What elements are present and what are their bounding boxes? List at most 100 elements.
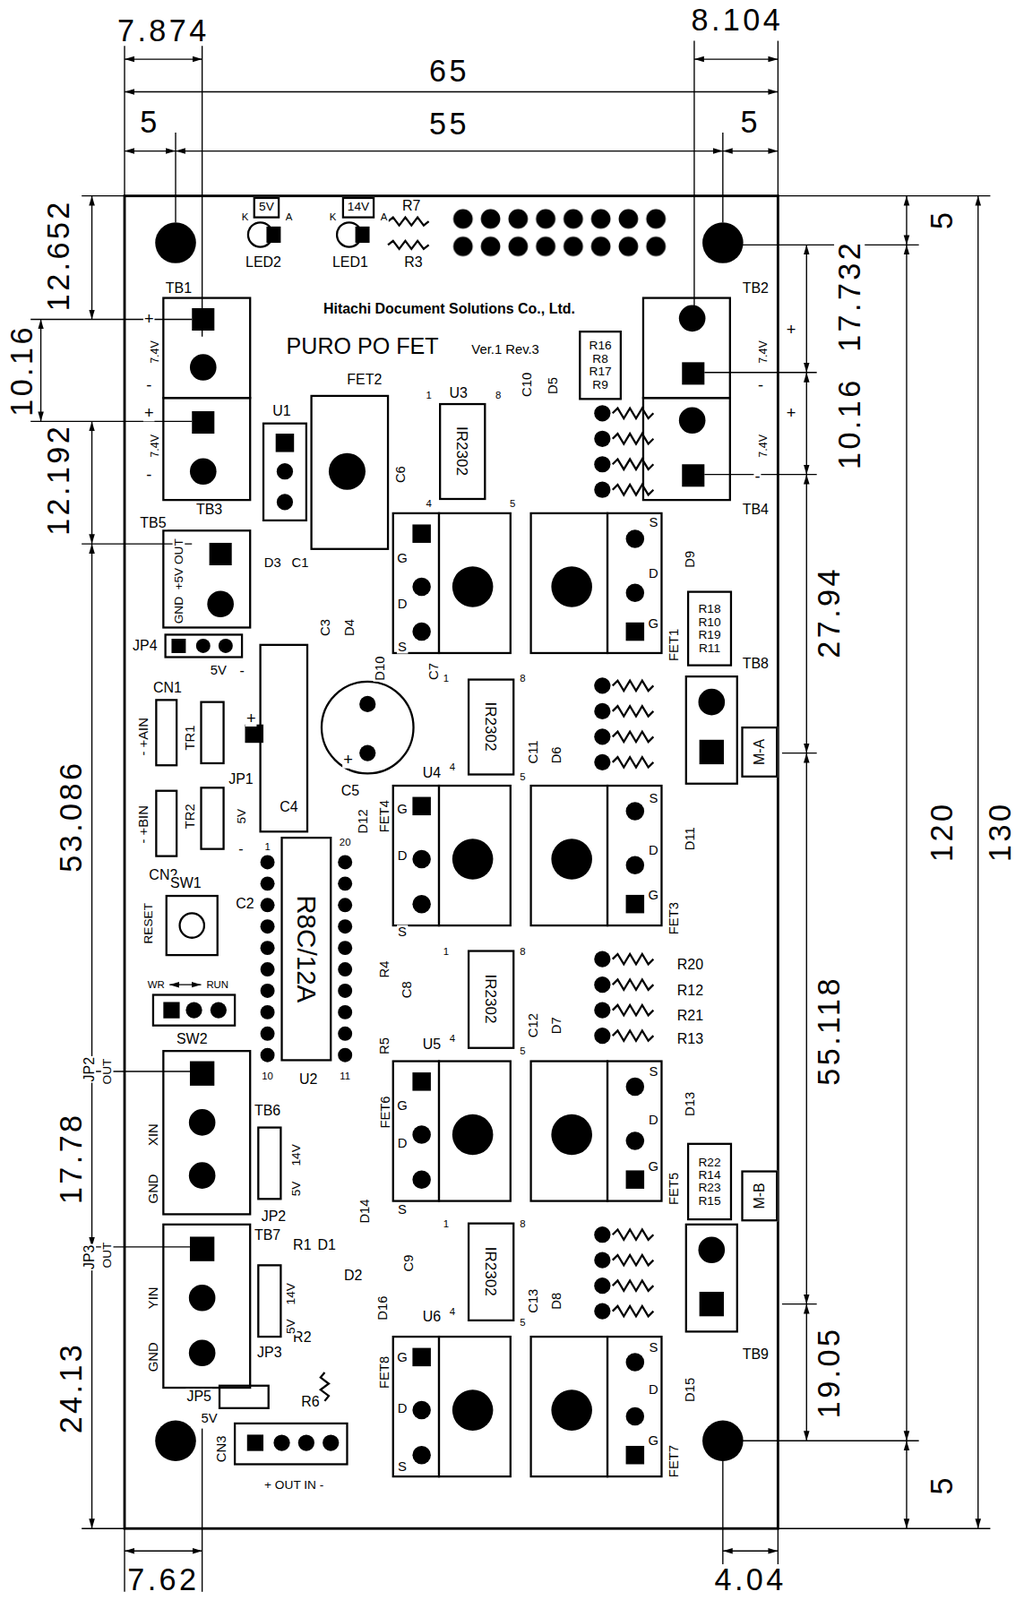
resistor-label-box: R22 R14 R23 R15 <box>687 1143 732 1222</box>
silk-label: 5 <box>518 1045 527 1056</box>
dimension-value: 7.62 <box>126 1564 200 1595</box>
component-box: R8C/12A <box>280 836 332 1062</box>
silk-label: D <box>396 848 409 862</box>
silk-label: D5 <box>545 376 560 396</box>
silk-label: S <box>396 1459 408 1473</box>
dimension-value: 24.13 <box>56 1341 87 1436</box>
silk-label: D4 <box>342 618 356 637</box>
silk-label: 20 <box>338 837 353 848</box>
silk-label: FET8 <box>377 1355 391 1390</box>
silk-label: + <box>342 751 354 768</box>
silk-label: SW1 <box>169 875 203 890</box>
silk-label: C10 <box>520 371 534 398</box>
silk-label: 8 <box>518 673 527 684</box>
silk-label: 4 <box>448 1033 457 1044</box>
silk-label: 1 <box>263 842 272 852</box>
silk-label: JP3 <box>256 1344 284 1360</box>
silk-label: TB3 <box>195 501 224 517</box>
dimension-lines <box>30 41 990 1592</box>
resistor-symbols <box>593 404 654 1320</box>
silk-label: PURO PO FET <box>284 335 439 359</box>
silk-label: TR2 <box>183 802 198 830</box>
silk-label: 5 <box>518 772 527 783</box>
dimension-value: 5 <box>138 107 162 138</box>
silk-label: U6 <box>421 1308 443 1324</box>
dimension-value: 55.118 <box>813 974 844 1087</box>
silk-label: TB7 <box>253 1227 283 1242</box>
part-name: M-B <box>751 1182 767 1209</box>
silk-label: G <box>646 1159 660 1173</box>
silk-label: C13 <box>525 1287 540 1314</box>
component-box: IR2302 <box>438 402 486 500</box>
silk-label: 4 <box>448 762 457 773</box>
box-text-holder: IR2302 <box>482 974 500 1024</box>
box-text-holder: M-A <box>751 739 767 766</box>
part-name: IR2302 <box>482 974 500 1024</box>
dimension-value: 55 <box>428 109 471 140</box>
dimension-value: 5 <box>927 208 958 232</box>
box-text-holder: R16 R8 R17 R9 <box>589 339 612 391</box>
silk-label: TB4 <box>741 501 771 517</box>
dimension-value: 5 <box>927 1473 958 1497</box>
silk-label: D <box>396 597 409 611</box>
silk-label: C3 <box>318 618 332 637</box>
box-text-holder: 14V <box>347 200 370 214</box>
dimension-value: 12.192 <box>43 422 75 537</box>
box-text-holder: R8C/12A <box>292 894 320 1003</box>
silk-label: + OUT IN - <box>263 1478 326 1491</box>
silk-label: R13 <box>676 1032 706 1047</box>
silk-label: C8 <box>399 980 414 999</box>
silk-label: JP4 <box>131 637 159 653</box>
silk-label: R4 <box>377 959 391 979</box>
component-box: IR2302 <box>467 949 515 1049</box>
component-box: IR2302 <box>467 1221 515 1321</box>
silk-label: D <box>647 1112 660 1127</box>
silk-label: 4 <box>448 1307 457 1317</box>
box-text-holder: M-B <box>751 1182 767 1209</box>
silk-label: U3 <box>447 386 469 401</box>
silk-label: 7.4V <box>757 339 770 365</box>
silk-label: LED1 <box>331 255 370 270</box>
part-reference: R22 R14 R23 R15 <box>697 1155 721 1207</box>
silk-label: FET1 <box>667 628 681 663</box>
board-outline <box>124 196 778 1530</box>
dimension-value: 10.16 <box>7 323 38 418</box>
silk-label: D12 <box>355 808 370 835</box>
silk-label: D11 <box>683 826 698 852</box>
silk-label: TB1 <box>164 280 194 295</box>
box-text-holder: IR2302 <box>482 701 500 751</box>
resistor-label-box: R18 R10 R19 R11 <box>687 590 732 666</box>
silk-label: R21 <box>676 1007 706 1023</box>
silk-label: D16 <box>376 1294 390 1321</box>
part-name: 5V <box>258 200 275 214</box>
silk-label: 11 <box>338 1071 352 1082</box>
resistor-label-box: R16 R8 R17 R9 <box>578 330 622 400</box>
silk-label: C12 <box>525 1012 540 1039</box>
silk-label: G <box>646 887 660 902</box>
silk-label: RESET <box>141 902 155 946</box>
silk-label: 5V <box>234 808 248 826</box>
silk-label: TB9 <box>741 1346 771 1361</box>
silk-label: D1 <box>316 1238 337 1253</box>
silk-label: S <box>647 1065 659 1079</box>
silk-label: S <box>647 791 659 805</box>
silk-label: YIN <box>146 1285 161 1310</box>
silk-label: G <box>646 617 660 631</box>
component-box: IR2302 <box>467 678 515 775</box>
silk-label: G <box>646 1434 660 1448</box>
silk-label: S <box>647 1340 659 1354</box>
silk-label: JP5 <box>185 1388 213 1403</box>
silk-label: S <box>647 516 659 530</box>
silk-label: S <box>396 1202 408 1216</box>
silk-label: D13 <box>683 1091 698 1118</box>
silk-label: FET4 <box>377 799 391 834</box>
dimension-value: 17.732 <box>834 239 865 353</box>
dimension-value: 5 <box>739 107 762 138</box>
dimension-value: 10.16 <box>834 376 865 471</box>
dimension-value: 8.104 <box>689 5 784 36</box>
silk-label: R12 <box>676 982 706 998</box>
silk-label: - <box>145 377 153 394</box>
silk-label: FET3 <box>667 901 681 936</box>
silk-label: D6 <box>550 745 564 765</box>
silk-label: 7.4V <box>149 433 162 459</box>
